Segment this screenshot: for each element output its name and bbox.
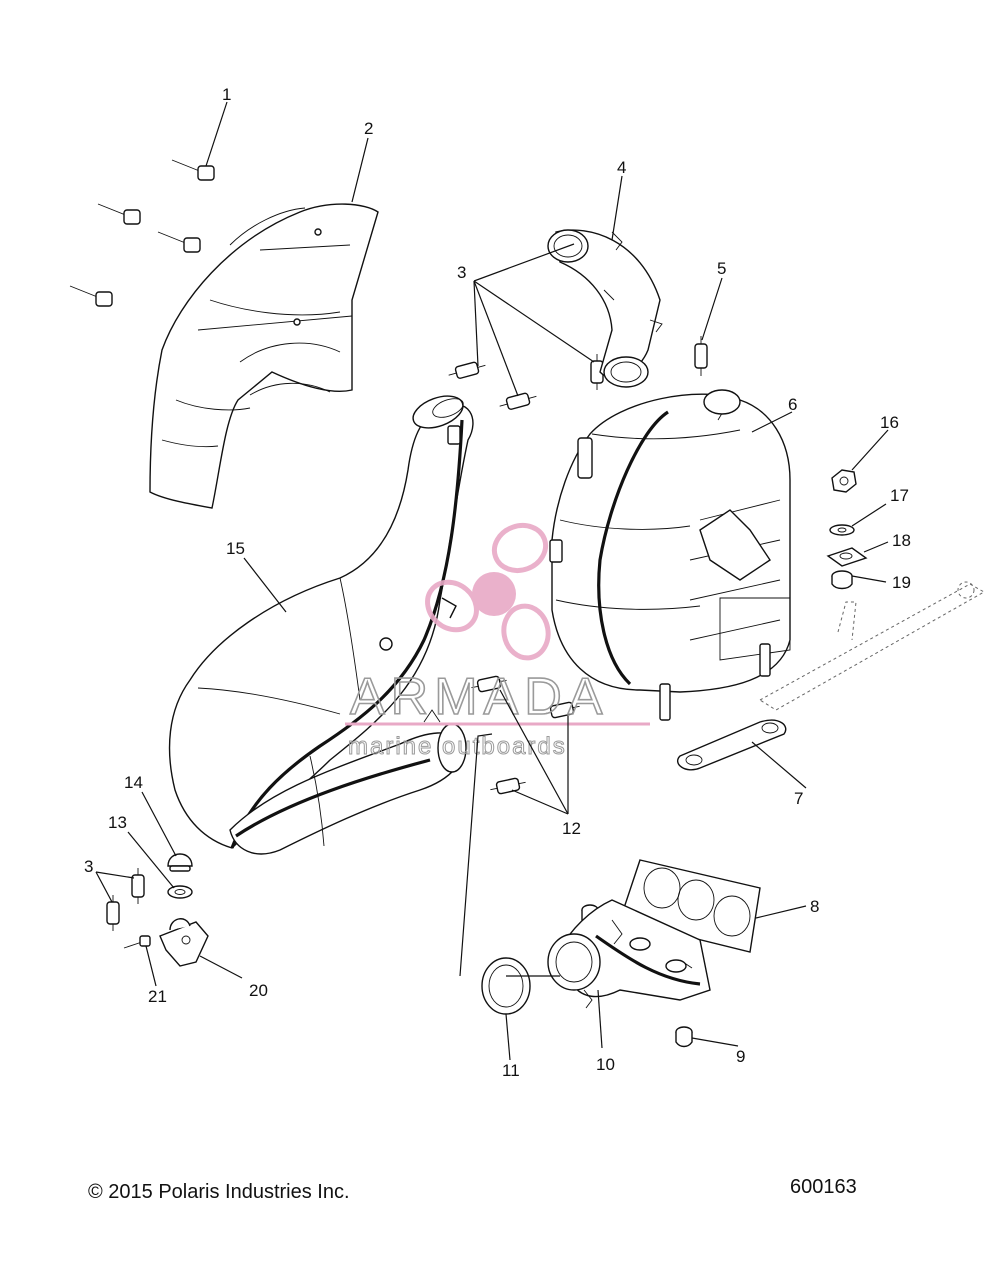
callout-3-lower: 3 — [84, 857, 93, 876]
part-5-spring — [694, 336, 708, 376]
callout-2: 2 — [364, 119, 373, 138]
callout-17: 17 — [890, 486, 909, 505]
watermark-title: ARMADA — [350, 668, 608, 726]
diagram-number: 600163 — [790, 1176, 857, 1198]
part-1-rivets — [69, 159, 215, 307]
callout-13: 13 — [108, 813, 127, 832]
callout-19: 19 — [892, 573, 911, 592]
part-11-seal-ring — [481, 957, 531, 1015]
part-15-exhaust-pipe — [168, 395, 474, 855]
callout-10: 10 — [596, 1055, 615, 1074]
callout-labels: 1 2 3 4 5 6 7 8 9 10 11 12 13 14 15 16 1… — [84, 85, 911, 1080]
part-17-washer — [829, 524, 855, 536]
copyright-notice: © 2015 Polaris Industries Inc. — [88, 1181, 350, 1203]
part-21-screw — [123, 935, 151, 949]
part-4-elbow-pipe — [547, 229, 663, 388]
part-19-grommet — [831, 570, 853, 590]
callout-6: 6 — [788, 395, 797, 414]
callout-3-upper: 3 — [457, 263, 466, 282]
callout-8: 8 — [810, 897, 819, 916]
callout-1: 1 — [222, 85, 231, 104]
callout-14: 14 — [124, 773, 143, 792]
callout-12: 12 — [562, 819, 581, 838]
callout-15: 15 — [226, 539, 245, 558]
watermark: ARMADA marine outboards — [345, 522, 650, 761]
part-3-springs-lower — [106, 868, 145, 931]
callout-21: 21 — [148, 987, 167, 1006]
part-14-cap — [167, 853, 193, 872]
part-13-washer — [167, 885, 193, 899]
part-10-manifold — [547, 899, 711, 1009]
part-2-heat-shield — [149, 203, 379, 509]
part-12-springs — [471, 675, 580, 795]
part-8-gasket — [619, 859, 761, 953]
propeller-logo-icon — [425, 522, 551, 661]
callout-11: 11 — [502, 1061, 520, 1080]
callout-20: 20 — [249, 981, 268, 1000]
leader-lines — [95, 101, 889, 1061]
callout-4: 4 — [617, 158, 626, 177]
callout-5: 5 — [717, 259, 726, 278]
part-6-muffler — [549, 389, 791, 721]
part-16-nut — [831, 469, 857, 493]
frame-reference-bracket — [759, 581, 986, 711]
callout-9: 9 — [736, 1047, 745, 1066]
callout-7: 7 — [794, 789, 803, 808]
callout-16: 16 — [880, 413, 899, 432]
watermark-subtitle: marine outboards — [348, 733, 567, 760]
part-7-bracket-plate — [677, 719, 787, 771]
callout-18: 18 — [892, 531, 911, 550]
part-20-bracket — [159, 918, 209, 967]
part-18-spacer — [826, 547, 868, 567]
